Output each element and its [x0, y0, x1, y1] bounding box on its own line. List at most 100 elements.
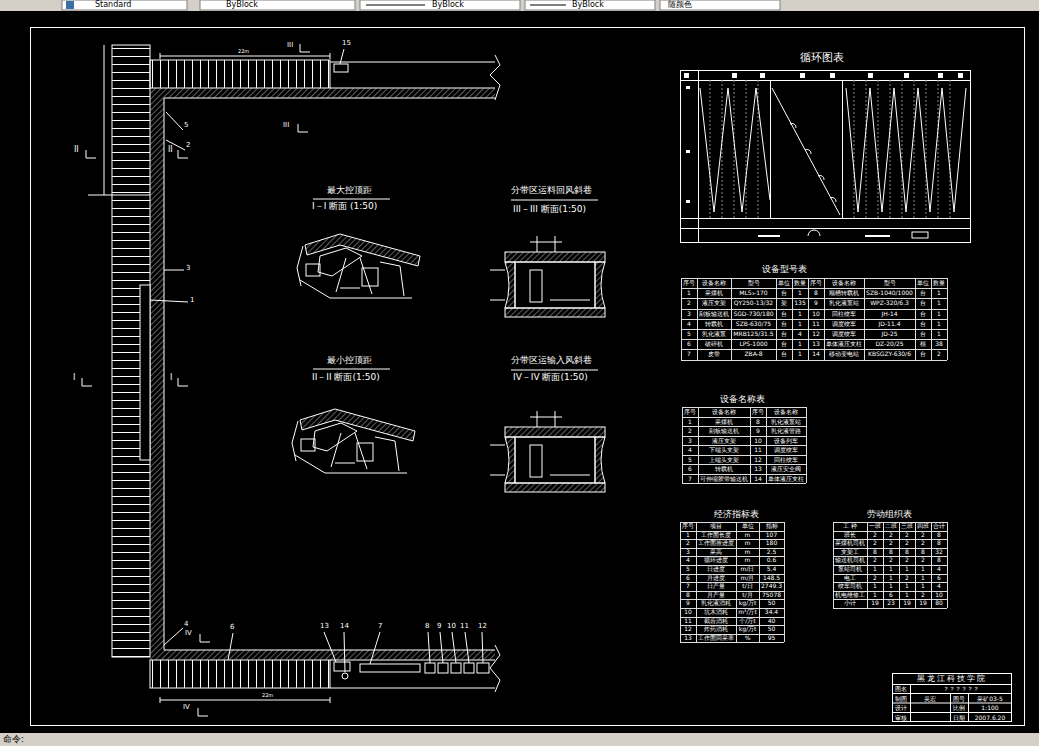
labor-organization-cell: 2: [883, 556, 899, 565]
economic-index-cell: 工作面长度: [696, 531, 736, 540]
grid-line: [698, 407, 699, 483]
labor-organization-cell: 19: [867, 599, 883, 608]
equipment-model-cell: MLS₃-170: [731, 288, 776, 298]
callout-number: 8: [425, 623, 429, 630]
grid-line: [736, 522, 737, 642]
equipment-name-cell: 8: [750, 417, 766, 427]
equipment-model-cell: SZB-1040/1000: [864, 288, 915, 298]
grid-line: [681, 349, 947, 350]
economic-index-cell: m: [736, 531, 759, 540]
equipment-name-cell: 上端头支架: [698, 455, 750, 465]
economic-index-cell: t/月: [736, 591, 759, 600]
labor-organization-cell: 19: [915, 599, 931, 608]
economic-index-cell: 采高: [696, 548, 736, 557]
economic-index-cell: 10: [680, 608, 696, 617]
equipment-name-cell: 12: [750, 455, 766, 465]
grid-line: [680, 522, 681, 642]
economic-index-cell: 8: [680, 591, 696, 600]
grid-line: [680, 642, 784, 643]
grid-line: [682, 407, 806, 408]
equipment-model-cell: 台: [776, 319, 792, 329]
equipment-model-cell: 调度绞车: [824, 329, 864, 339]
command-line: 命令:: [3, 735, 24, 744]
labor-organization-cell: 8: [899, 548, 915, 557]
economic-index-cell: 坑木消耗: [696, 608, 736, 617]
economic-index-cell: 75078: [759, 591, 784, 600]
labor-organization-cell: 合计: [931, 522, 947, 531]
equipment-model-cell: MRB125/31.5: [731, 329, 776, 339]
equipment-model-cell: 回柱绞车: [824, 309, 864, 319]
dimension: 22m: [262, 693, 273, 698]
labor-organization-cell: 6: [883, 591, 899, 600]
title-block-cell: 设计: [892, 703, 910, 712]
equipment-name-cell: 5: [682, 455, 698, 465]
equipment-name-cell: 下端头支架: [698, 445, 750, 455]
labor-organization-cell: 2: [915, 556, 931, 565]
equipment-model-cell: 1: [931, 319, 947, 329]
labor-organization-cell: 1: [899, 582, 915, 591]
labor-organization-cell: 1: [883, 565, 899, 574]
equipment-model-cell: 6: [681, 339, 697, 349]
economic-index-cell: 107: [759, 531, 784, 540]
labor-organization-cell: 四班: [915, 522, 931, 531]
equipment-model-cell: QY250-13/32: [731, 298, 776, 308]
labor-organization-cell: 4: [931, 565, 947, 574]
equipment-name-cell: 7: [682, 474, 698, 484]
equipment-model-cell: 乳化液泵: [697, 329, 731, 339]
grid-line: [947, 522, 948, 608]
labor-organization-cell: 1: [915, 574, 931, 583]
economic-index-cell: 12: [680, 625, 696, 634]
section-title: I－I 断面 (1:50): [312, 202, 377, 211]
economic-index-cell: 0.6: [759, 556, 784, 565]
grid-line: [864, 278, 865, 360]
section-title: 分带区运输入风斜巷: [511, 356, 592, 365]
grid-line: [883, 522, 884, 608]
equipment-name-cell: 设备列车: [766, 436, 806, 446]
equipment-model-cell: 台: [776, 309, 792, 319]
economic-index-cell: 月进度: [696, 574, 736, 583]
grid-line: [697, 278, 698, 360]
labor-organization-cell: 8: [931, 531, 947, 540]
callout-number: 1: [190, 297, 194, 304]
equipment-model-cell: 台: [915, 288, 931, 298]
equipment-model-cell: 1: [792, 339, 808, 349]
equipment-name-cell: 刮板输送机: [698, 426, 750, 436]
equipment-name-cell: 液压安全阀: [766, 464, 806, 474]
toolbar-text: ByBlock: [432, 1, 464, 9]
economic-index-cell: m/日: [736, 565, 759, 574]
economic-index-cell: m: [736, 539, 759, 548]
economic-index-cell: 截齿消耗: [696, 617, 736, 626]
grid-line: [806, 407, 807, 483]
economic-index-cell: 指标: [759, 522, 784, 531]
equipment-model-cell: 1: [681, 288, 697, 298]
grid-line: [682, 407, 683, 483]
callout-number: 5: [184, 122, 188, 129]
economic-index-cell: 5.4: [759, 565, 784, 574]
equipment-name-cell: 13: [750, 464, 766, 474]
economic-index-cell: 40: [759, 617, 784, 626]
economic-index-cell: 11: [680, 617, 696, 626]
chart-title: 循环图表: [800, 52, 844, 63]
labor-organization-cell: 2: [867, 556, 883, 565]
callout-number: 11: [460, 623, 469, 630]
labor-organization-cell: 8: [883, 548, 899, 557]
labor-organization-cell: 二班: [883, 522, 899, 531]
equipment-name-cell: 液压支架: [698, 436, 750, 446]
equipment-name-cell: 6: [682, 464, 698, 474]
equipment-model-cell: 顺槽转载机: [824, 288, 864, 298]
economic-index-cell: 月产量: [696, 591, 736, 600]
equipment-model-cell: 设备名称: [697, 278, 731, 288]
labor-organization-cell: 1: [867, 582, 883, 591]
economic-index-cell: 单位: [736, 522, 759, 531]
callout-number: 2: [186, 142, 190, 149]
grid-line: [682, 483, 806, 484]
labor-organization-cell: 三班: [899, 522, 915, 531]
equipment-model-cell: DZ-20/25: [864, 339, 915, 349]
equipment-model-cell: 1: [931, 309, 947, 319]
equipment-model-cell: LPS-1000: [731, 339, 776, 349]
grid-line: [681, 339, 947, 340]
equipment-model-cell: 数量: [792, 278, 808, 288]
section-mark: IV: [185, 630, 192, 637]
toolbar-text: Standard: [95, 1, 131, 9]
equipment-model-cell: 刮板输送机: [697, 309, 731, 319]
